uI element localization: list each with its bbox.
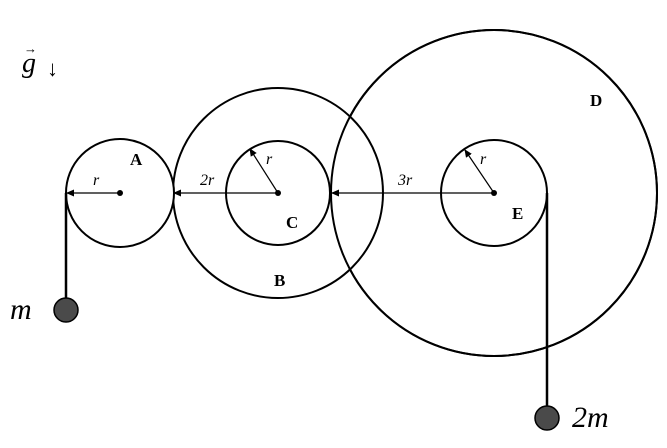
- gravity-symbol: g: [22, 48, 36, 79]
- gravity-vector-arrow: →: [24, 41, 37, 56]
- mass-left: [53, 297, 79, 323]
- radius-label-A: r: [93, 172, 100, 189]
- label-C: C: [286, 213, 298, 232]
- label-A: A: [130, 150, 143, 169]
- gravity-down-arrow: ↓: [47, 56, 58, 81]
- label-D: D: [590, 91, 602, 110]
- radius-arrow-C: [249, 148, 279, 194]
- radius-label-D: 3r: [397, 172, 413, 189]
- mass-right: [534, 405, 560, 431]
- radius-label-C: r: [266, 151, 273, 168]
- mass-label-right: 2m: [572, 401, 609, 434]
- radius-label-B: 2r: [200, 172, 215, 189]
- label-B: B: [274, 271, 285, 290]
- gravity-indicator: g → ↓: [22, 41, 58, 81]
- mass-label-left: m: [10, 293, 32, 326]
- radius-label-E: r: [480, 151, 487, 168]
- label-E: E: [512, 204, 523, 223]
- radius-arrow-E: [464, 149, 495, 194]
